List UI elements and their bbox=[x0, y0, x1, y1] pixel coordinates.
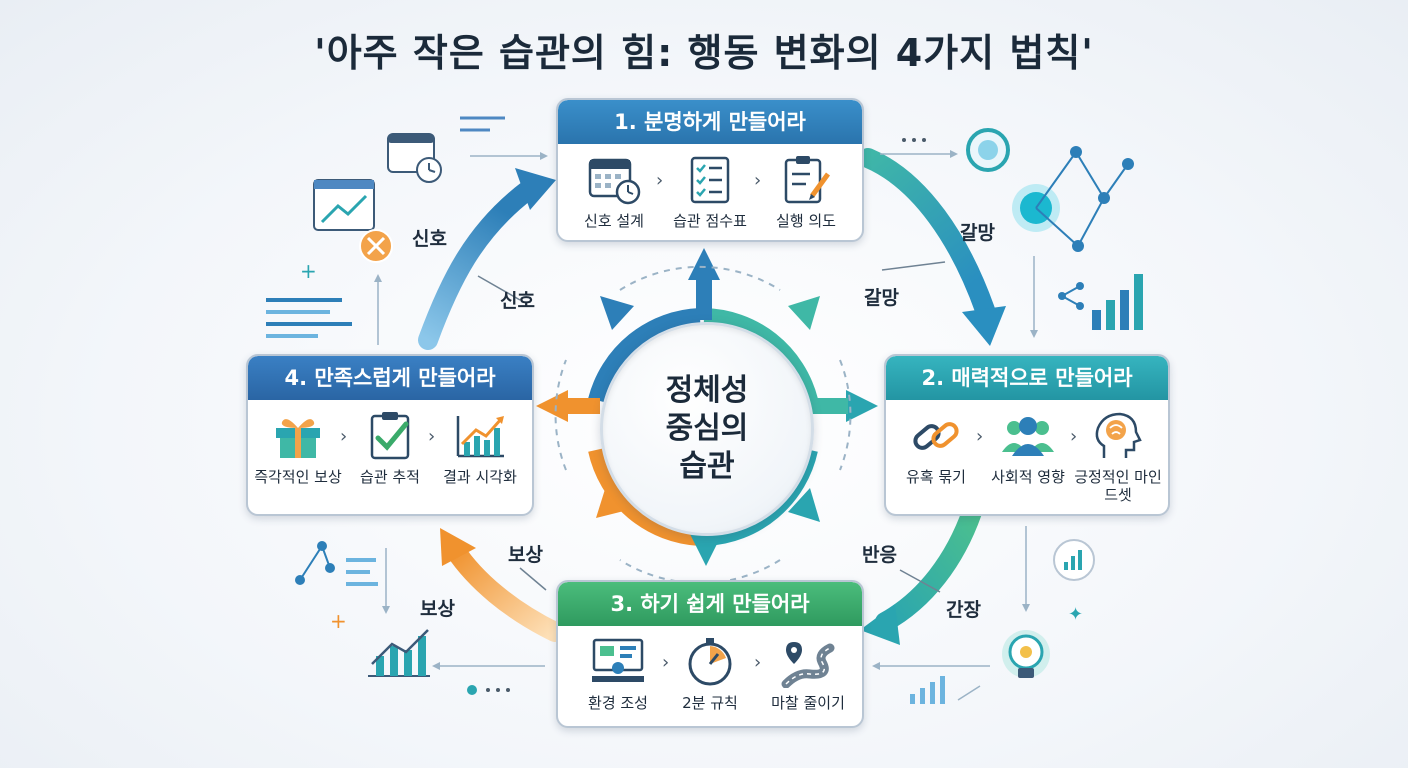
law-card-1: 1. 분명하게 만들어라 신호 설계 › 습관 점수표 bbox=[556, 98, 864, 242]
clipboard-pencil-icon bbox=[784, 156, 831, 204]
cycle-arrow-craving bbox=[858, 148, 1006, 346]
people-group-icon bbox=[1002, 417, 1054, 456]
deco-top-right bbox=[880, 128, 1143, 338]
law-3-item-2: 2분 규칙 bbox=[664, 636, 756, 712]
center-text: 정체성 중심의 습관 bbox=[665, 373, 749, 484]
deco-bottom-left: + bbox=[295, 541, 545, 695]
law-card-4-heading: 4. 만족스럽게 만들어라 bbox=[248, 356, 532, 400]
workspace-icon bbox=[592, 638, 644, 682]
law-4-item-3: 결과 시각화 bbox=[434, 410, 526, 486]
flow-label-response-inner: 반응 bbox=[862, 544, 897, 566]
chevron-right-icon: › bbox=[340, 426, 348, 447]
ring-arrowhead-left bbox=[536, 390, 568, 422]
law-2-item-2: 사회적 영향 bbox=[982, 410, 1074, 486]
svg-text:+: + bbox=[330, 609, 347, 633]
deco-bars-icon bbox=[1092, 274, 1143, 330]
cycle-arrow-reward bbox=[440, 528, 565, 642]
law-2-item-3: 긍정적인 마인드셋 bbox=[1072, 410, 1164, 504]
center-identity-circle: 정체성 중심의 습관 bbox=[600, 322, 814, 536]
brain-head-icon bbox=[1095, 412, 1142, 458]
law-1-item-3: 실행 의도 bbox=[760, 154, 852, 230]
chevron-right-icon: › bbox=[754, 170, 762, 191]
law-3-item-3-label: 마찰 줄이기 bbox=[771, 694, 845, 712]
chevron-right-icon: › bbox=[662, 652, 670, 673]
calendar-clock-icon bbox=[588, 158, 641, 205]
law-card-3: 3. 하기 쉽게 만들어라 환경 조성 › 2분 규칙 › bbox=[556, 580, 864, 728]
law-3-item-1: 환경 조성 bbox=[572, 636, 664, 712]
chevron-right-icon: › bbox=[428, 426, 436, 447]
svg-text:+: + bbox=[300, 259, 317, 283]
deco-left: + bbox=[266, 116, 548, 345]
flow-label-cue-inner: 신호 bbox=[500, 290, 535, 312]
law-4-item-3-label: 결과 시각화 bbox=[443, 468, 517, 486]
gift-icon bbox=[276, 419, 320, 458]
chevron-right-icon: › bbox=[754, 652, 762, 673]
svg-text:✦: ✦ bbox=[1068, 604, 1083, 625]
law-3-item-3: 마찰 줄이기 bbox=[762, 636, 854, 712]
law-2-item-2-label: 사회적 영향 bbox=[991, 468, 1065, 486]
growth-chart-icon bbox=[456, 416, 504, 458]
law-1-item-2-label: 습관 점수표 bbox=[673, 212, 747, 230]
law-card-2-heading: 2. 매력적으로 만들어라 bbox=[886, 356, 1168, 400]
law-2-item-1-label: 유혹 묶기 bbox=[906, 468, 966, 486]
deco-bar-chart-icon bbox=[368, 629, 430, 677]
flow-label-craving-outer: 갈망 bbox=[960, 222, 995, 244]
law-card-1-heading: 1. 분명하게 만들어라 bbox=[558, 100, 862, 144]
law-2-item-1: 유혹 묶기 bbox=[890, 410, 982, 486]
flow-label-craving-inner: 갈망 bbox=[864, 287, 899, 309]
ring-arrowhead-up bbox=[688, 248, 720, 280]
chevron-right-icon: › bbox=[656, 170, 664, 191]
law-4-item-2-label: 습관 추적 bbox=[360, 468, 420, 486]
ring-arrowhead-right bbox=[846, 390, 878, 422]
law-4-item-1-label: 즉각적인 보상 bbox=[254, 468, 342, 486]
flow-label-response-outer: 간장 bbox=[946, 599, 981, 621]
law-1-item-3-label: 실행 의도 bbox=[776, 212, 836, 230]
law-4-item-1: 즉각적인 보상 bbox=[252, 410, 344, 486]
flow-label-cue-outer: 신호 bbox=[412, 228, 447, 250]
cycle-arrow-response bbox=[860, 502, 982, 645]
law-card-4: 4. 만족스럽게 만들어라 즉각적인 보상 › 습관 추적 › bbox=[246, 354, 534, 516]
cycle-arrow-cue bbox=[418, 168, 556, 350]
law-2-item-3-label: 긍정적인 마인드셋 bbox=[1074, 468, 1162, 504]
law-1-item-2: 습관 점수표 bbox=[664, 154, 756, 230]
stopwatch-icon bbox=[688, 638, 732, 686]
law-card-3-heading: 3. 하기 쉽게 만들어라 bbox=[558, 582, 862, 626]
law-card-2: 2. 매력적으로 만들어라 유혹 묶기 › 사회적 영향 › 긍 bbox=[884, 354, 1170, 516]
law-4-item-2: 습관 추적 bbox=[344, 410, 436, 486]
chain-link-icon bbox=[913, 422, 959, 450]
deco-bottom-right: ✦ bbox=[872, 526, 1095, 704]
clipboard-check-icon bbox=[370, 412, 410, 460]
label-pointers bbox=[477, 261, 946, 593]
diagram-title: '아주 작은 습관의 힘: 행동 변화의 4가지 법칙' bbox=[314, 31, 1094, 75]
checklist-icon bbox=[690, 156, 730, 204]
flow-label-reward-outer: 보상 bbox=[420, 598, 455, 620]
law-1-item-1-label: 신호 설계 bbox=[584, 212, 644, 230]
chevron-right-icon: › bbox=[976, 426, 984, 447]
flow-label-reward-inner: 보상 bbox=[508, 544, 543, 566]
law-1-item-1: 신호 설계 bbox=[568, 154, 660, 230]
chevron-right-icon: › bbox=[1070, 426, 1078, 447]
law-3-item-2-label: 2분 규칙 bbox=[682, 694, 738, 712]
law-3-item-1-label: 환경 조성 bbox=[588, 694, 648, 712]
ring-arrowhead-down bbox=[690, 534, 722, 566]
winding-road-icon bbox=[781, 642, 835, 688]
